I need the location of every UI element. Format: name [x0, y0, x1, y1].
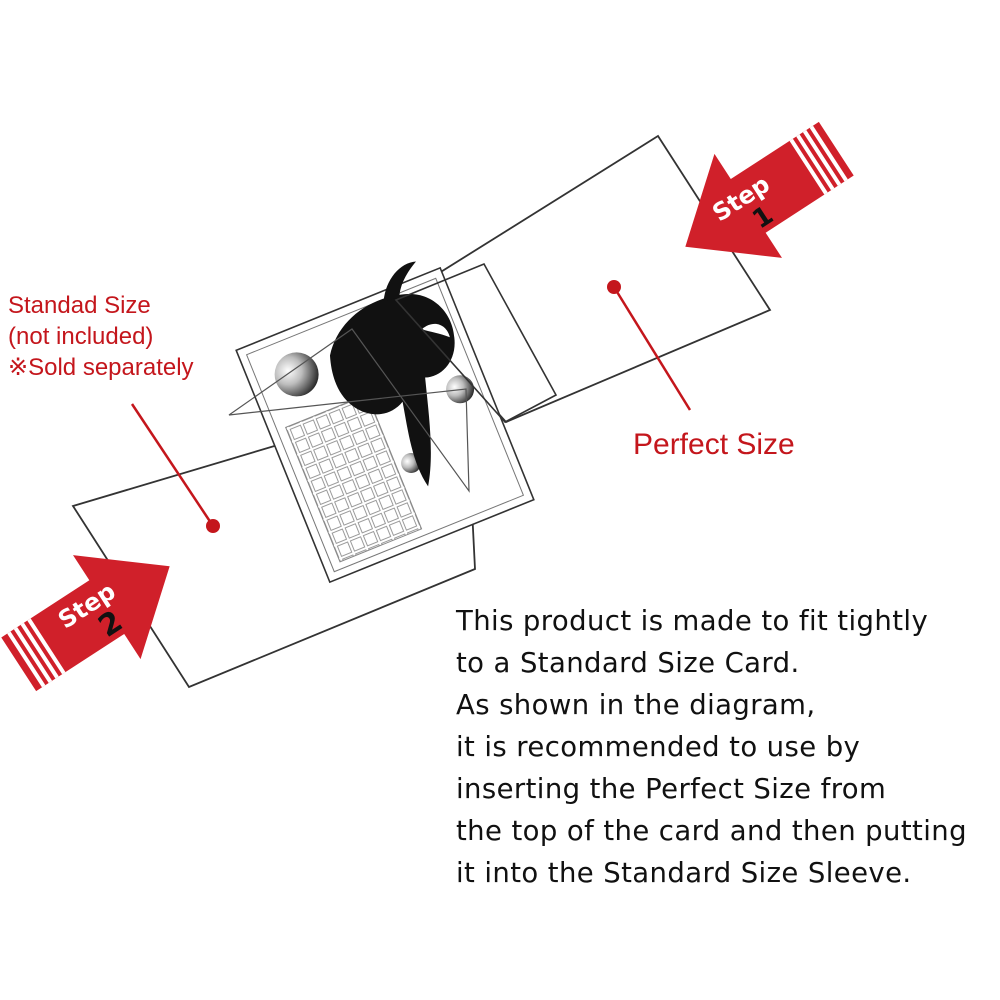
- orb-large: [274, 352, 319, 397]
- instruction-line-1: This product is made to fit tightly: [456, 605, 929, 637]
- perfect-size-leader-dot: [607, 280, 621, 294]
- perfect-size-over-card: [394, 262, 558, 424]
- instruction-text: This product is made to fit tightly to a…: [456, 600, 967, 894]
- standard-size-label-line1: Standad Size: [8, 292, 151, 319]
- instruction-line-6: the top of the card and then putting: [456, 815, 967, 847]
- instruction-line-4: it is recommended to use by: [456, 731, 861, 763]
- standard-size-over-card: [228, 328, 470, 493]
- standard-size-leader-dot: [206, 519, 220, 533]
- standard-size-label-line3: ※Sold separately: [8, 354, 194, 381]
- perfect-size-label: Perfect Size: [633, 428, 795, 461]
- standard-size-label: Standad Size (not included) ※Sold separa…: [8, 290, 194, 383]
- instruction-line-3: As shown in the diagram,: [456, 689, 816, 721]
- standard-size-leader-line: [130, 403, 215, 527]
- instruction-line-7: it into the Standard Size Sleeve.: [456, 857, 912, 889]
- card-text-grid: [285, 393, 423, 563]
- step2-arrow: Step 2: [1, 555, 170, 692]
- standard-size-label-line2: (not included): [8, 323, 154, 350]
- perfect-size-leader-line: [612, 286, 692, 411]
- step1-arrow: Step 1: [685, 121, 854, 258]
- instruction-line-2: to a Standard Size Card.: [456, 647, 800, 679]
- instruction-line-5: inserting the Perfect Size from: [456, 773, 887, 805]
